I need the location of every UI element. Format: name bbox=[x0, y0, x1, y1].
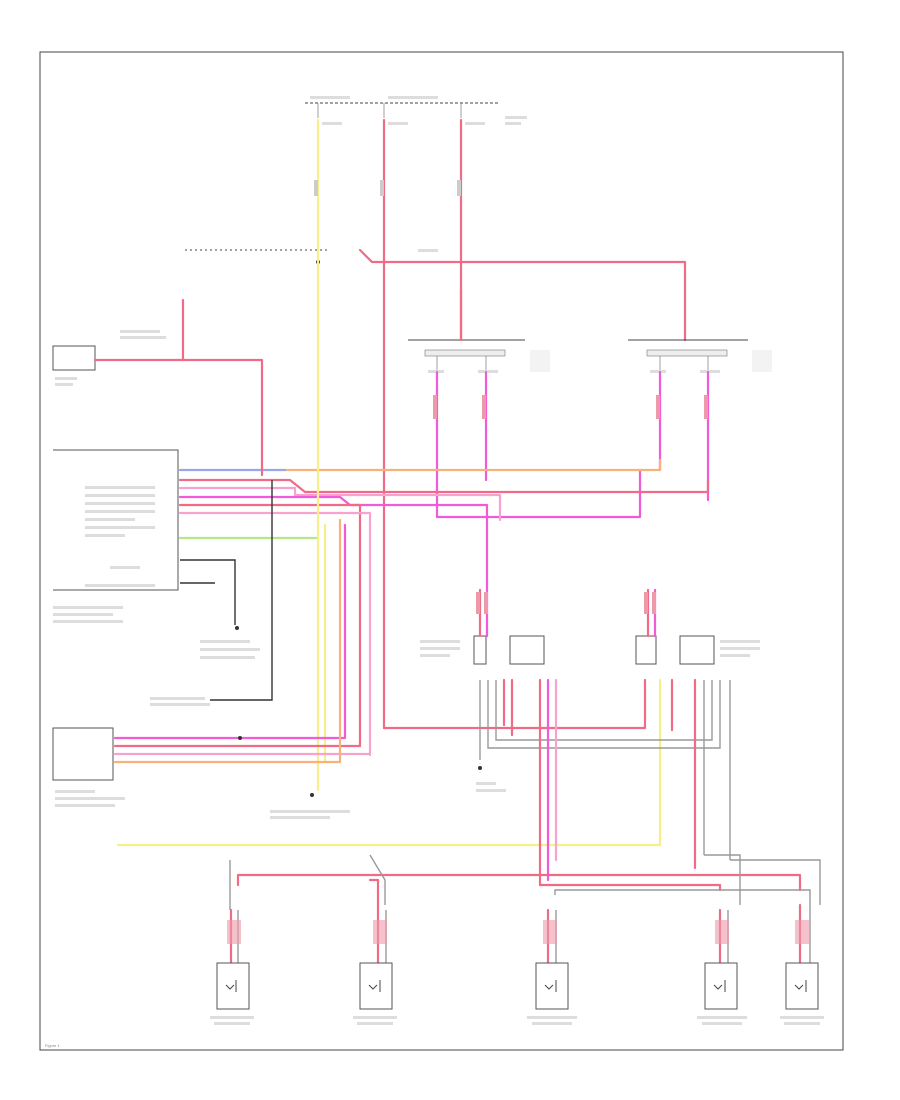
actuator-right-front bbox=[527, 908, 577, 1025]
right-door-lock-switch bbox=[628, 339, 772, 373]
switch-output-wires bbox=[433, 370, 710, 519]
left-door-lock-relay bbox=[420, 588, 545, 665]
actuator-left-front bbox=[210, 908, 254, 1025]
diagram-frame bbox=[39, 51, 844, 1051]
module-bus-lines bbox=[178, 458, 710, 757]
figure-id: Figure 1 bbox=[45, 1043, 60, 1048]
left-door-lock-switch bbox=[408, 288, 550, 373]
body-control-module bbox=[53, 449, 260, 659]
actuator-harness bbox=[229, 854, 821, 912]
splice-row bbox=[185, 248, 687, 342]
relay-output-wires bbox=[382, 678, 731, 887]
fuse-block bbox=[305, 96, 527, 125]
keyless-entry-module bbox=[52, 480, 372, 819]
chime-module bbox=[52, 298, 264, 477]
right-door-lock-relay bbox=[635, 588, 760, 665]
yellow-wires bbox=[116, 258, 662, 847]
actuator-right-rear bbox=[697, 908, 747, 1025]
fuse-wires bbox=[314, 118, 463, 730]
actuator-liftgate bbox=[780, 903, 824, 1025]
actuator-left-rear bbox=[353, 908, 397, 1025]
